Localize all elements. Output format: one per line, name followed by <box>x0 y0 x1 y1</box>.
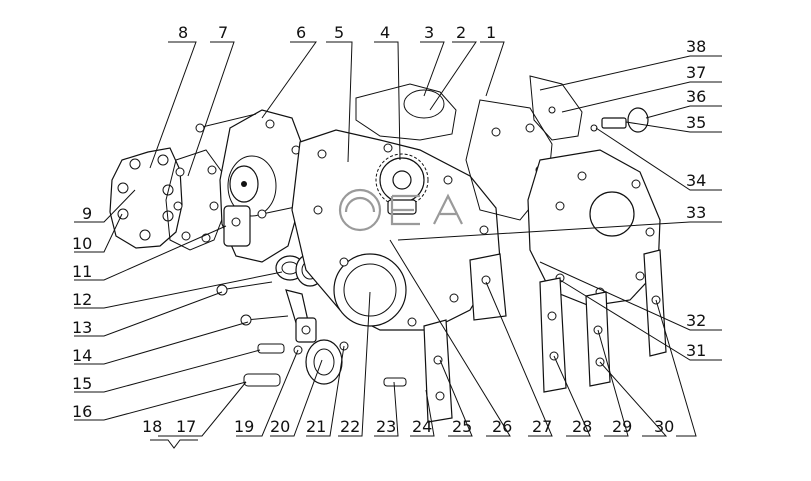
callout-13: 13 <box>72 318 92 337</box>
callout-17: 17 <box>176 417 196 436</box>
callouts-top: 8 7 6 5 4 3 2 1 <box>178 23 496 42</box>
callout-18: 18 <box>142 417 162 436</box>
leader-lines <box>74 41 722 437</box>
callout-12: 12 <box>72 290 92 309</box>
tensioner-bracket <box>285 289 349 385</box>
callout-36: 36 <box>686 87 706 106</box>
left-bolts <box>195 113 301 387</box>
callout-3: 3 <box>424 23 434 42</box>
callout-4: 4 <box>380 23 390 42</box>
callout-15: 15 <box>72 374 92 393</box>
callout-9: 9 <box>82 204 92 223</box>
callout-29: 29 <box>612 417 632 436</box>
callout-27: 27 <box>532 417 552 436</box>
timing-cover <box>291 129 501 331</box>
drive-gear <box>375 153 429 215</box>
callout-35: 35 <box>686 113 706 132</box>
callout-8: 8 <box>178 23 188 42</box>
callout-2: 2 <box>456 23 466 42</box>
callout-21: 21 <box>306 417 326 436</box>
callout-7: 7 <box>218 23 228 42</box>
callout-28: 28 <box>572 417 592 436</box>
callout-23: 23 <box>376 417 396 436</box>
callout-37: 37 <box>686 63 706 82</box>
callout-38: 38 <box>686 37 706 56</box>
watermark-logo <box>338 188 463 232</box>
mounting-straps <box>539 249 667 393</box>
callout-22: 22 <box>340 417 360 436</box>
callout-18-17-bracket <box>150 439 198 449</box>
callout-34: 34 <box>686 171 706 190</box>
callout-19: 19 <box>234 417 254 436</box>
cover-gasket <box>165 149 225 251</box>
callout-10: 10 <box>72 234 92 253</box>
callout-31: 31 <box>686 341 706 360</box>
sensor-plug <box>590 107 649 133</box>
front-cover-plate <box>109 147 183 249</box>
callouts-right: 38 37 36 35 34 33 32 31 <box>686 37 706 360</box>
callout-1: 1 <box>486 23 496 42</box>
callout-24: 24 <box>412 417 432 436</box>
callouts-bottom: 18 17 19 20 21 22 23 24 25 26 27 28 29 3… <box>142 417 674 436</box>
callout-33: 33 <box>686 203 706 222</box>
callout-6: 6 <box>296 23 306 42</box>
callout-20: 20 <box>270 417 290 436</box>
callout-32: 32 <box>686 311 706 330</box>
pump-housing <box>219 109 305 263</box>
callout-26: 26 <box>492 417 512 436</box>
callout-14: 14 <box>72 346 92 365</box>
upper-right-plate <box>529 75 583 141</box>
callout-16: 16 <box>72 402 92 421</box>
callout-25: 25 <box>452 417 472 436</box>
callout-11: 11 <box>72 262 92 281</box>
callout-30: 30 <box>654 417 674 436</box>
callouts-left: 9 10 11 12 13 14 15 16 <box>72 204 92 421</box>
callout-5: 5 <box>334 23 344 42</box>
